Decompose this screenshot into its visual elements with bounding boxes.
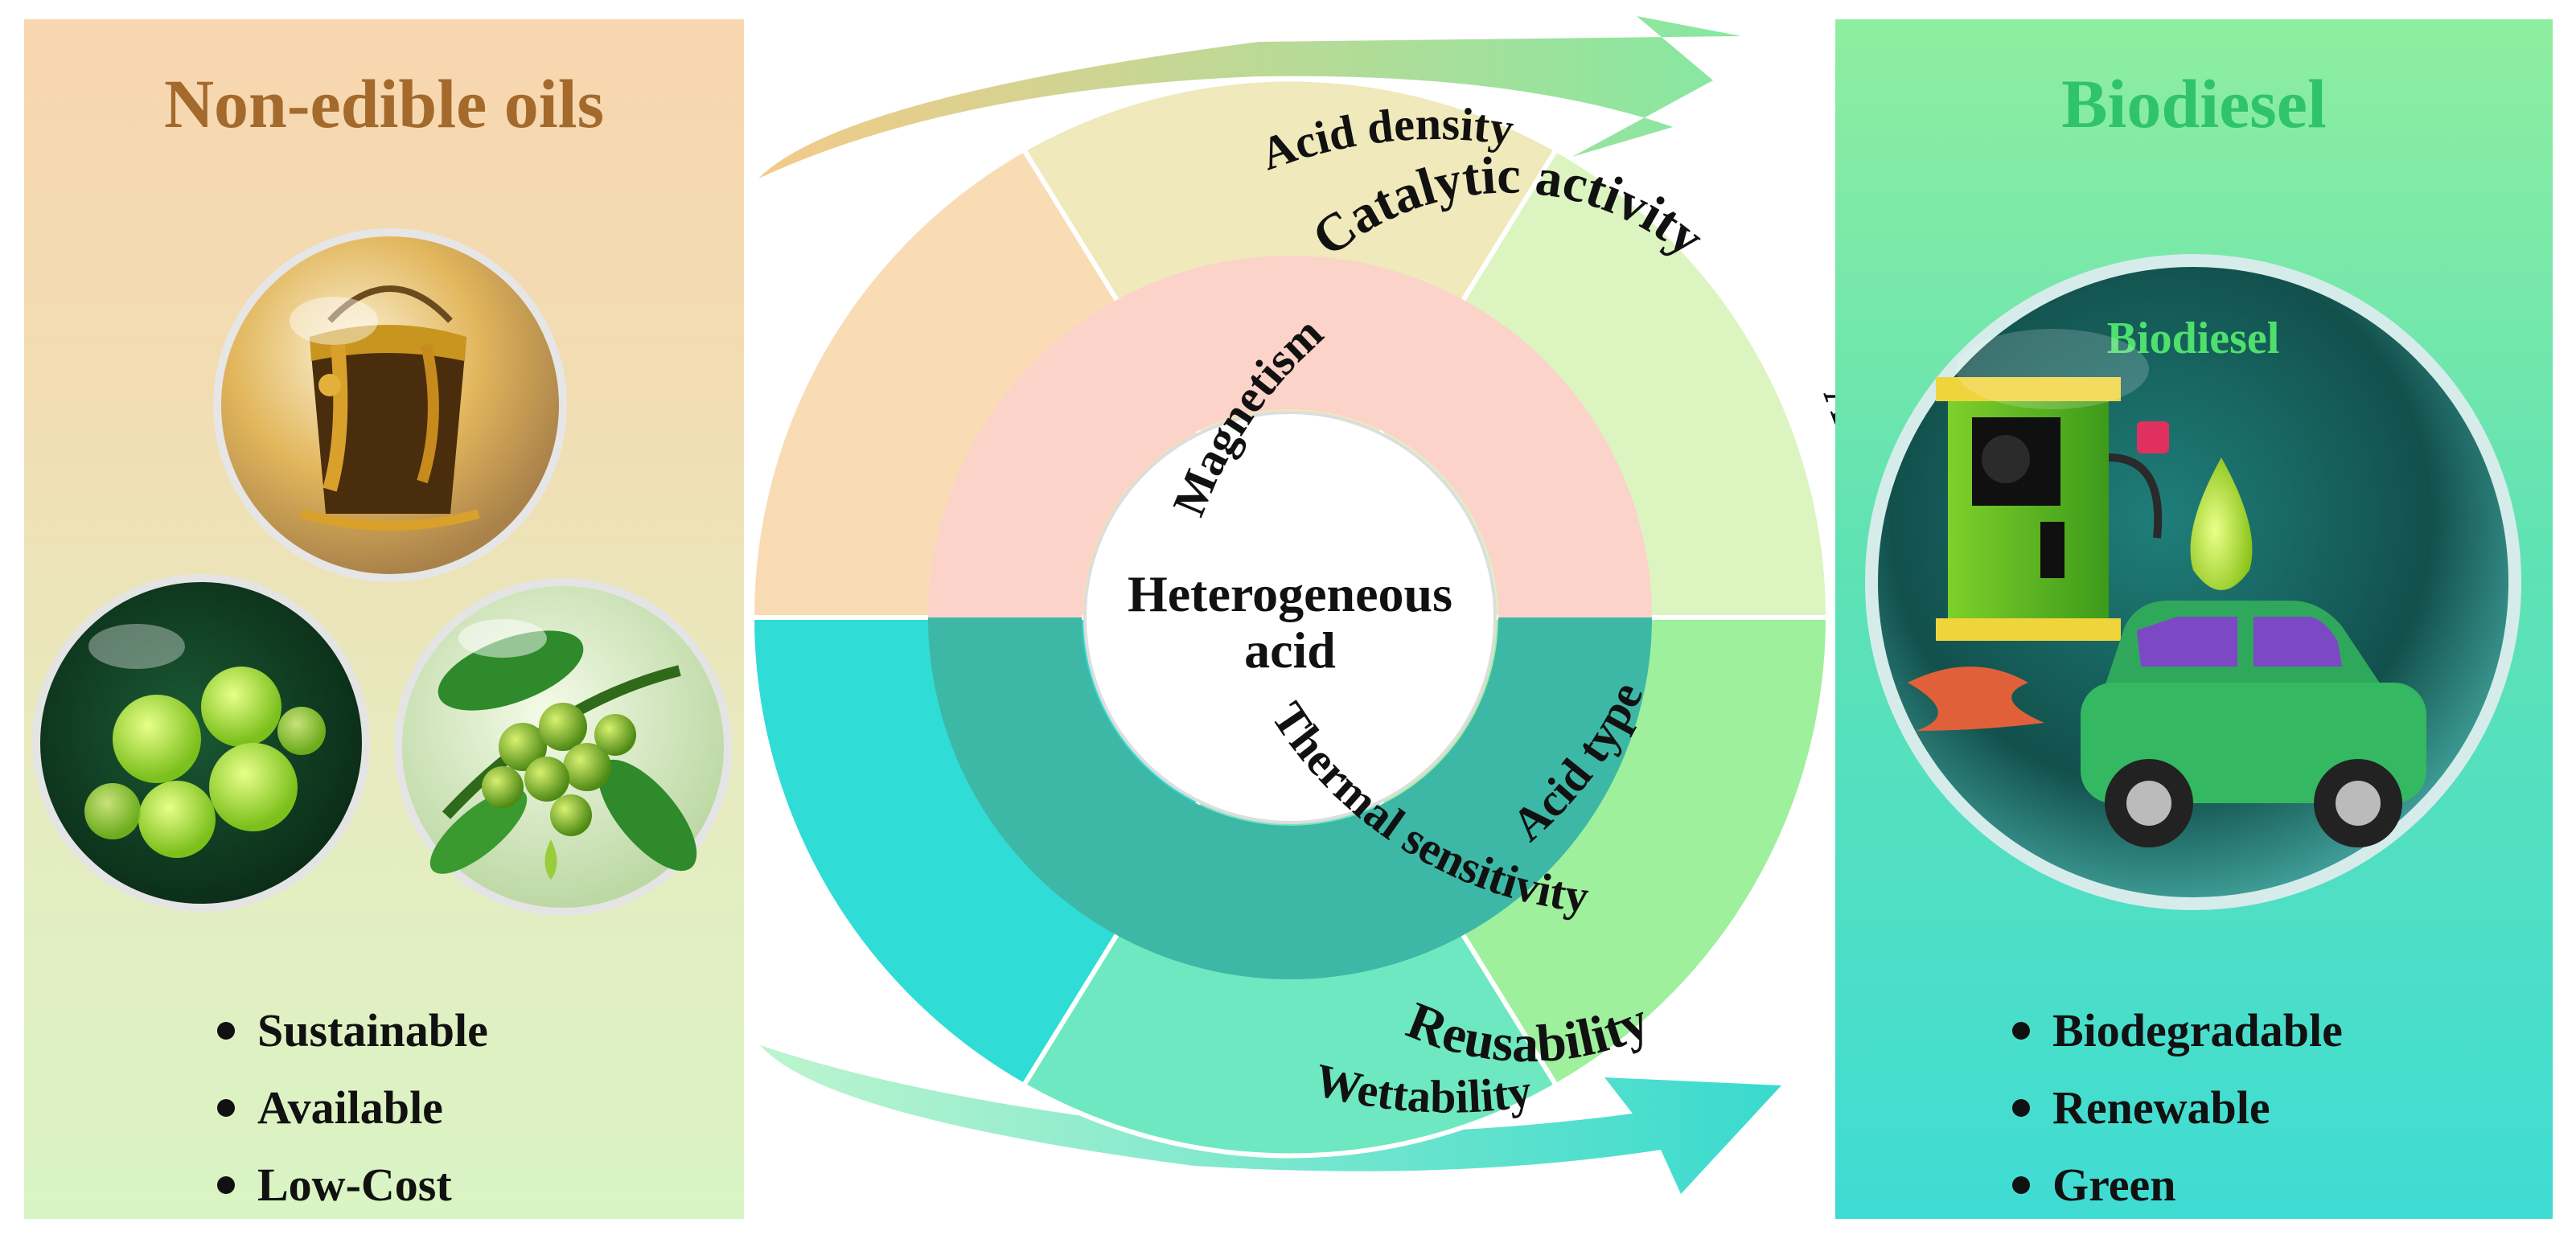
list-item: Low-Cost [217,1147,488,1224]
list-item: Biodegradable [2012,992,2343,1069]
inner-ring-catalytic-activity [928,256,1652,617]
fuel-pump-icon [1936,377,2169,641]
biodiesel-panel: Biodiesel Biodiesel [1835,19,2553,1219]
non-edible-oils-panel: Non-edible oils [24,19,744,1219]
microalgae-icon [32,574,370,912]
jatropha-fruit-icon [394,578,732,916]
biodiesel-benefits-list: Biodegradable Renewable Green [2012,992,2343,1224]
biodiesel-title: Biodiesel [2061,65,2327,142]
center-circle [1083,411,1497,824]
list-item: Sustainable [217,992,488,1069]
green-car-icon [1908,601,2426,847]
center-label-line1: Heterogeneous [1128,565,1452,622]
oil-bucket-icon [213,228,567,582]
biodiesel-bubble: Biodiesel [1865,254,2521,910]
center-label-line2: acid [1244,622,1336,679]
list-item: Renewable [2012,1069,2343,1147]
bottom-flow-arrow [760,1045,1781,1194]
top-flow-arrow [758,16,1741,178]
list-item: Green [2012,1147,2343,1224]
fuel-drop-icon [2190,457,2253,590]
non-edible-oils-title: Non-edible oils [163,65,605,142]
list-item: Available [217,1069,488,1147]
bubble-biodiesel-label: Biodiesel [2107,314,2280,363]
inner-ring-reusability [928,617,1652,979]
catalyst-properties-diagram: Heterogeneous acid Catalytic activity Re… [749,16,1835,1194]
non-edible-oils-benefits-list: Sustainable Available Low-Cost [217,992,488,1224]
